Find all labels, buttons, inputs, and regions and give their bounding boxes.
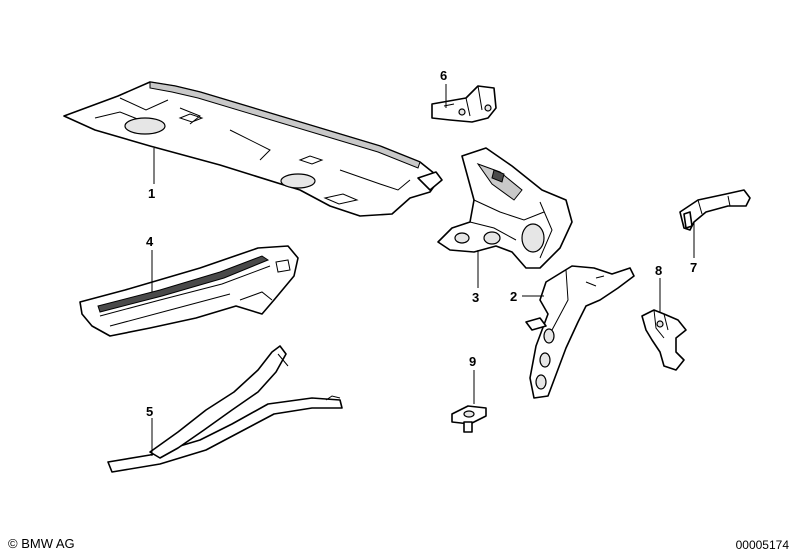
part-2-pillar-support[interactable] — [525, 265, 635, 399]
brand-name: BMW AG — [21, 536, 75, 551]
callout-4: 4 — [146, 234, 154, 249]
callout-2: 2 — [510, 289, 517, 304]
copyright-symbol: © — [8, 536, 18, 551]
part-5-seal-strip[interactable] — [107, 345, 343, 473]
callout-9: 9 — [469, 354, 476, 369]
part-1-parcel-shelf[interactable] — [63, 81, 443, 217]
callout-7: 7 — [690, 260, 697, 275]
part-7-angle-bracket[interactable] — [679, 189, 751, 231]
part-9-clip[interactable] — [451, 405, 487, 433]
callout-3: 3 — [472, 290, 479, 305]
part-8-hinge-bracket[interactable] — [641, 309, 687, 371]
callout-1: 1 — [148, 186, 155, 201]
part-3-wheel-housing[interactable] — [437, 147, 573, 269]
drawing-number: 00005174 — [735, 538, 789, 552]
callout-6: 6 — [440, 68, 447, 83]
callout-8: 8 — [655, 263, 662, 278]
copyright-notice: © BMW AG — [8, 536, 75, 551]
part-4-side-rail[interactable] — [79, 245, 299, 337]
callout-5: 5 — [146, 404, 153, 419]
part-6-bracket[interactable] — [431, 85, 497, 123]
